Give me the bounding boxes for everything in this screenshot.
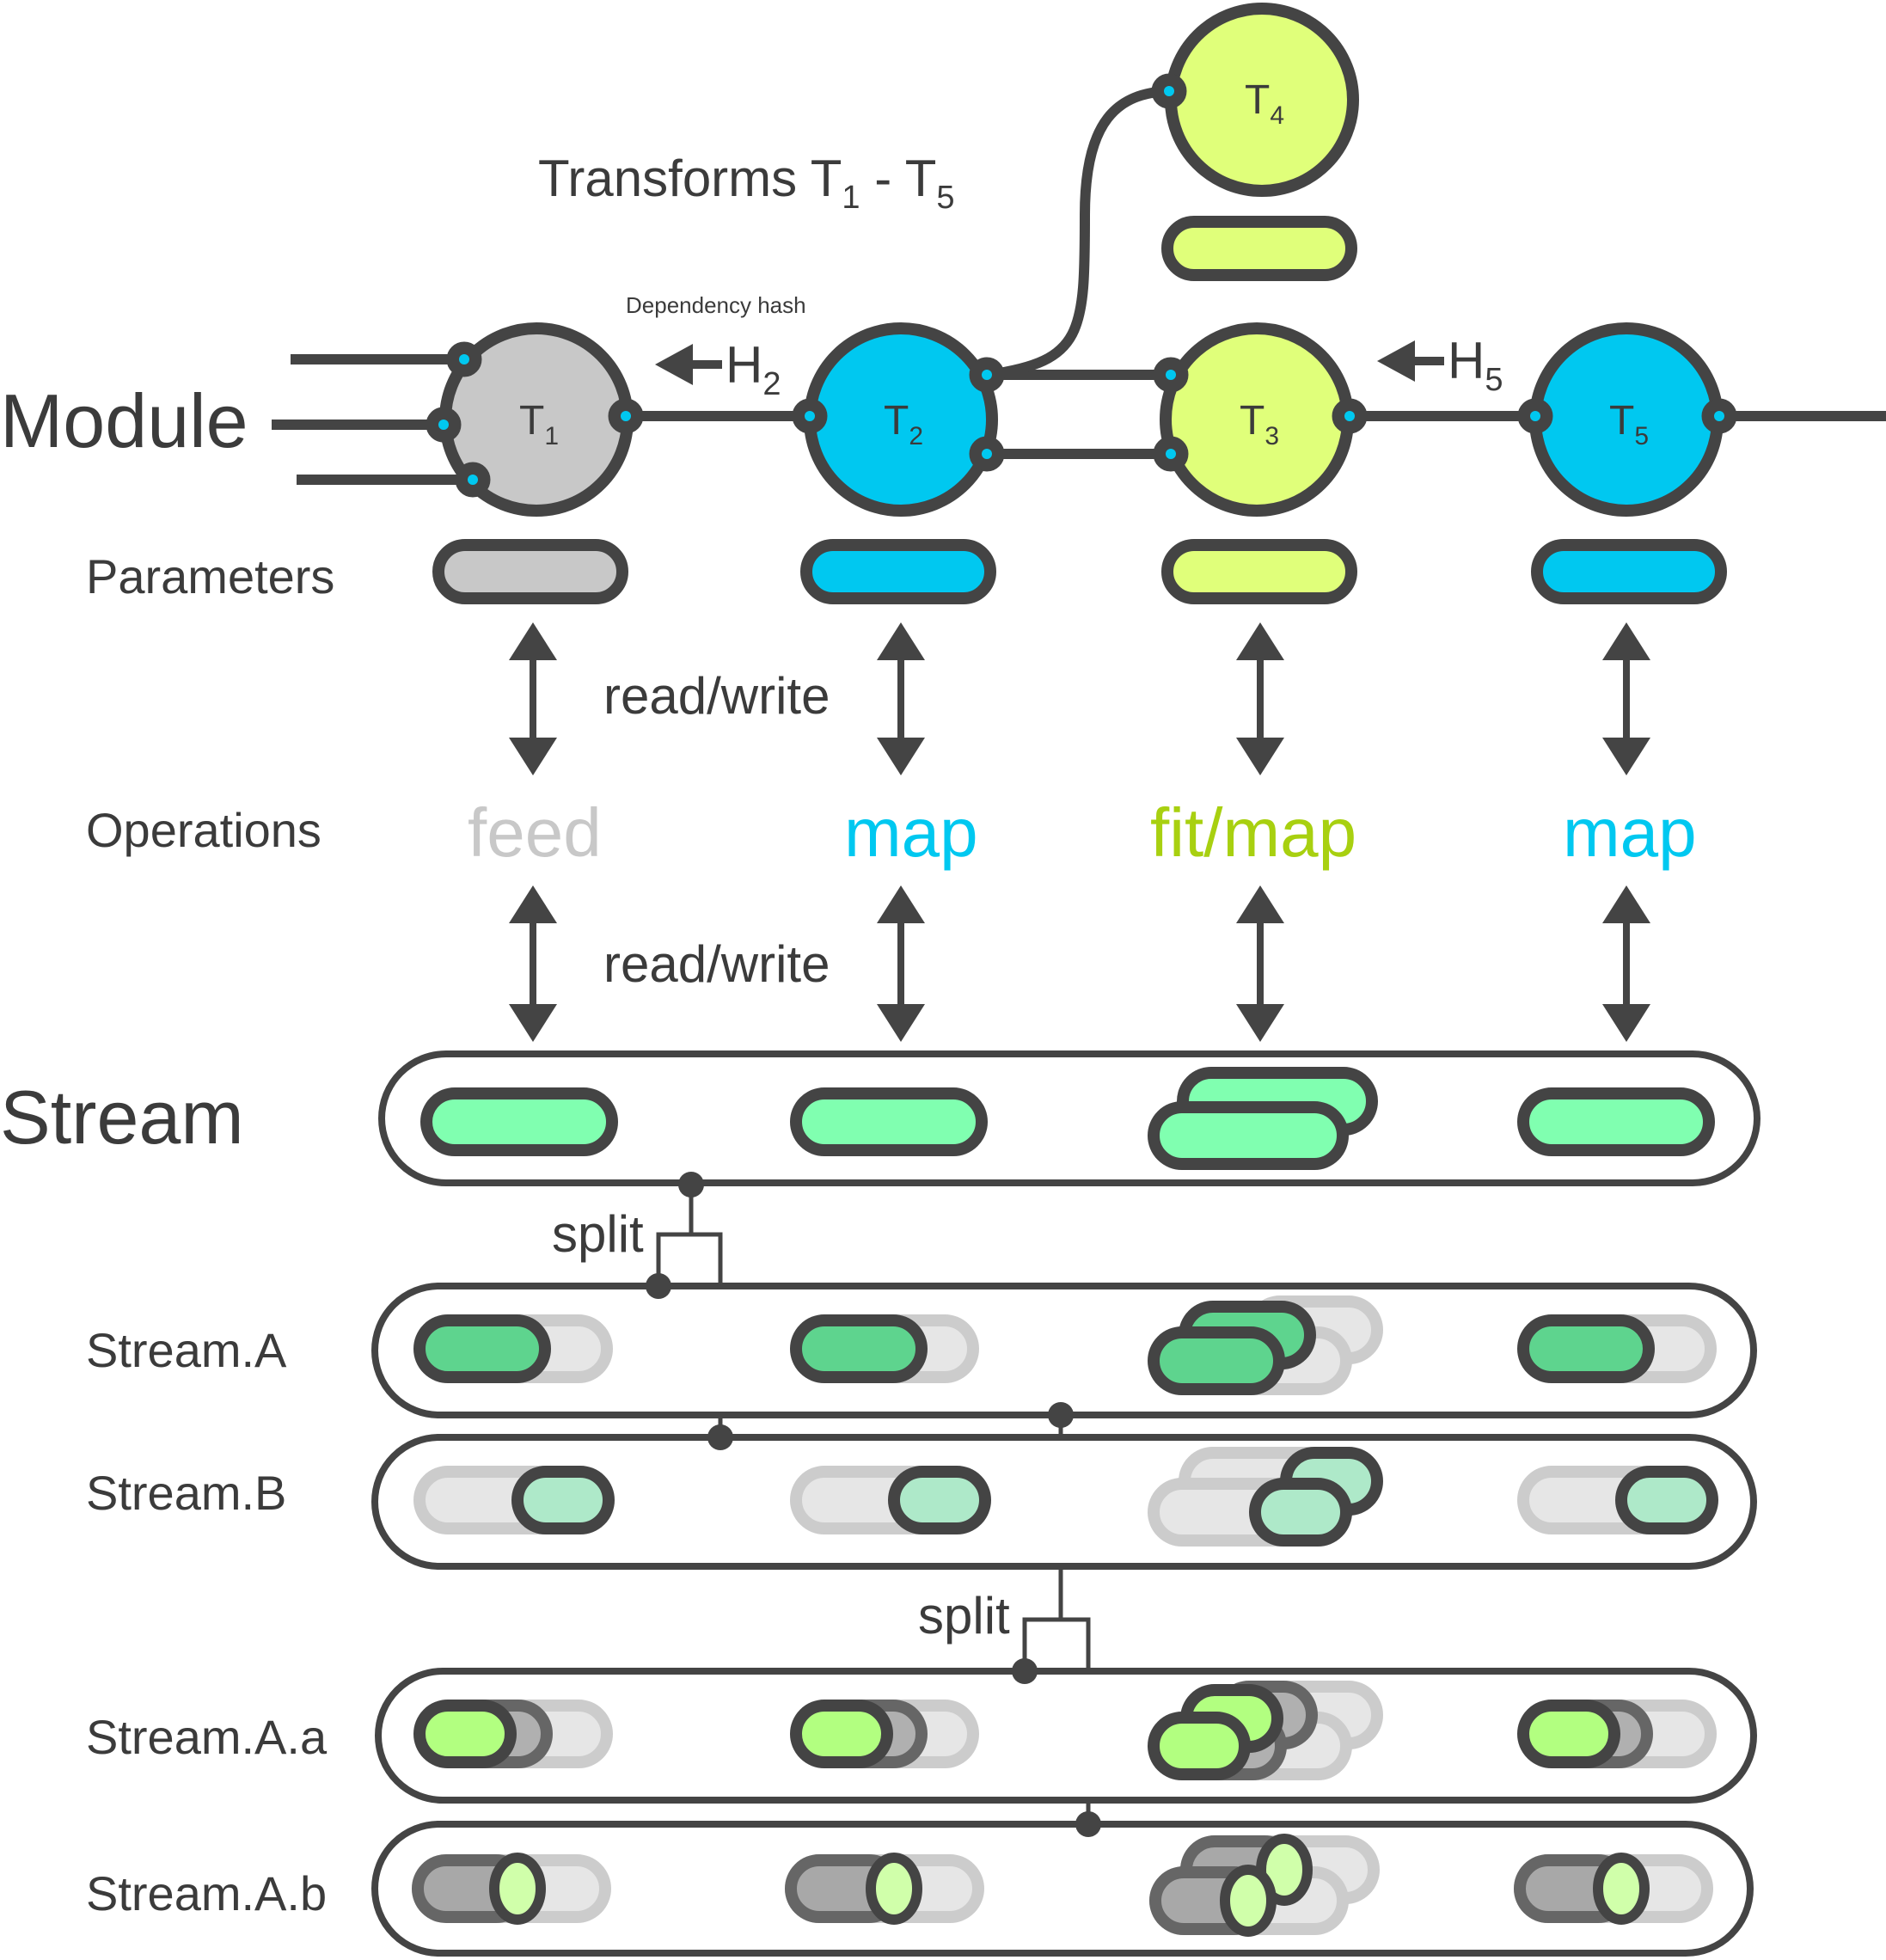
- stream-a-b-container: [371, 1821, 1754, 1957]
- stream-a-a-container: [375, 1668, 1757, 1804]
- transform-t2: T2: [804, 322, 998, 517]
- stream-main: [378, 1050, 1760, 1186]
- stream-b-container: [371, 1434, 1757, 1570]
- read-write-arrow-head-up: [509, 622, 557, 660]
- read-write-arrow-head-up: [1602, 622, 1650, 660]
- dependency-hash-label: Dependency hash: [626, 292, 806, 318]
- stream-a-b: [371, 1821, 1754, 1957]
- module-label: Module: [0, 378, 248, 463]
- stream-label: Stream: [0, 1075, 244, 1160]
- transform-t5: T5: [1529, 322, 1724, 517]
- t3-label: T3: [1240, 398, 1279, 450]
- t2-parameter-pill: [800, 539, 996, 604]
- read-write-arrow-head-down: [877, 738, 925, 775]
- t3-parameter-pill: [1161, 539, 1357, 604]
- read-write-arrow-head-down: [1236, 738, 1284, 775]
- read-write-arrow-head-down: [1602, 738, 1650, 775]
- parameters-label: Parameters: [86, 549, 334, 603]
- operation-feed: feed: [468, 794, 602, 871]
- read-write-arrow-head-up: [509, 885, 557, 923]
- read-write-label-lower: read/write: [603, 935, 830, 993]
- t1-label: T1: [519, 398, 559, 450]
- split-label-upper: split: [552, 1205, 644, 1263]
- read-write-arrow-head-up: [1236, 885, 1284, 923]
- node-port-dots: [438, 86, 1724, 485]
- stream-b: [371, 1434, 1757, 1570]
- read-write-arrow-head-up: [1602, 885, 1650, 923]
- operation-map-t5: map: [1563, 794, 1697, 871]
- split-junctions: [646, 1172, 1101, 1837]
- stream-a-b-label: Stream.A.b: [86, 1866, 327, 1920]
- operations-label: Operations: [86, 803, 321, 857]
- stream-a-a-label: Stream.A.a: [86, 1710, 328, 1764]
- h5-label: H5: [1448, 332, 1503, 398]
- split-label-lower: split: [918, 1587, 1010, 1645]
- transform-t4: T4: [1165, 3, 1359, 197]
- t2-label: T2: [884, 398, 923, 450]
- read-write-arrow-head-down: [877, 1004, 925, 1042]
- stream-b-label: Stream.B: [86, 1466, 286, 1520]
- t5-label: T5: [1609, 398, 1649, 450]
- stream-main-container: [378, 1050, 1760, 1186]
- read-write-arrow-head-up: [877, 885, 925, 923]
- t5-parameter-pill: [1531, 539, 1727, 604]
- read-write-arrow-head-down: [1236, 1004, 1284, 1042]
- read-write-arrow-head-up: [877, 622, 925, 660]
- stream-a-a: [375, 1668, 1757, 1804]
- h2-label: H2: [726, 336, 781, 402]
- dependency-hash-arrows: [655, 340, 1444, 385]
- stream-a: [371, 1283, 1757, 1418]
- read-write-arrow-head-down: [509, 738, 557, 775]
- transforms-title: Transforms T1 - T5: [538, 150, 955, 216]
- stream-a-label: Stream.A: [86, 1323, 287, 1377]
- read-write-arrow-head-down: [509, 1004, 557, 1042]
- t4-label: T4: [1245, 77, 1284, 130]
- parameter-pills: [432, 216, 1727, 604]
- transform-t3: T3: [1160, 322, 1354, 517]
- t1-parameter-pill: [432, 539, 628, 604]
- read-write-arrow-head-down: [1602, 1004, 1650, 1042]
- module-wires: [272, 86, 1886, 485]
- t4-parameter-pill: [1161, 216, 1357, 281]
- operation-fit-map: fit/map: [1150, 794, 1356, 871]
- operation-map-t2: map: [844, 794, 978, 871]
- read-write-arrow-head-up: [1236, 622, 1284, 660]
- read-write-label-upper: read/write: [603, 667, 830, 725]
- read-write-arrows: [509, 622, 1650, 1042]
